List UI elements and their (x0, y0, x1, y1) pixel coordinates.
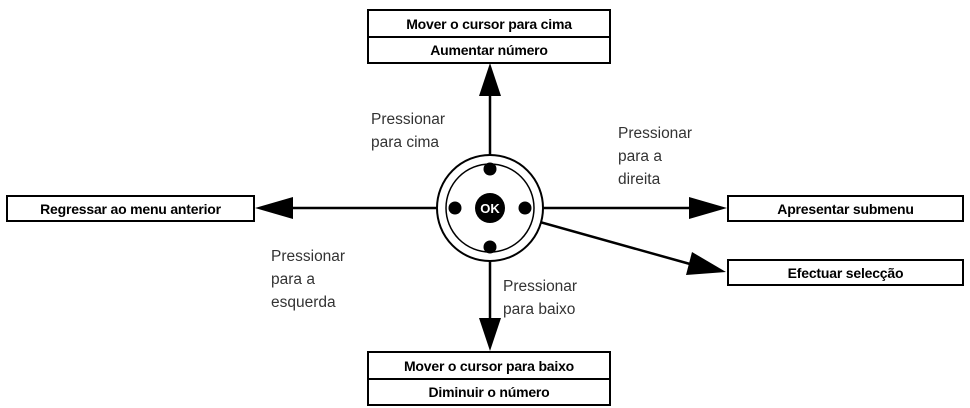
increase-number-text: Aumentar número (369, 36, 609, 62)
make-selection-text: Efectuar selecção (787, 264, 904, 281)
move-cursor-up-text: Mover o cursor para cima (406, 15, 572, 32)
move-cursor-down-text: Mover o cursor para baixo (403, 357, 575, 374)
show-submenu-text: Apresentar submenu (777, 200, 914, 217)
up-arrowhead (479, 63, 501, 96)
down-action-box: Mover o cursor para baixo Diminuir o núm… (367, 351, 611, 406)
down-arrowhead (479, 318, 501, 351)
dial-down-dot (483, 240, 497, 254)
dial-left-dot (448, 201, 462, 215)
right-action-box: Apresentar submenu (727, 195, 964, 222)
up-action-box: Mover o cursor para cima Aumentar número (367, 9, 611, 64)
press-left-label: Pressionar para a esquerda (271, 248, 346, 311)
press-right-label: Pressionar para a direita (618, 125, 693, 188)
ok-action-box: Efectuar selecção (727, 259, 964, 286)
press-down-label: Pressionar para baixo (503, 278, 578, 318)
left-arrowhead (255, 197, 293, 219)
press-up-label: Pressionar para cima (371, 111, 446, 151)
dial-up-dot (483, 162, 497, 176)
ok-arrowhead (686, 252, 726, 275)
ok-button (475, 193, 505, 223)
decrease-number-text: Diminuir o número (369, 378, 609, 404)
left-action-box: Regressar ao menu anterior (6, 195, 255, 222)
dial-right-dot (518, 201, 532, 215)
right-arrowhead (689, 197, 727, 219)
back-to-previous-menu-text: Regressar ao menu anterior (40, 200, 221, 217)
ok-button-text: OK (480, 201, 500, 216)
